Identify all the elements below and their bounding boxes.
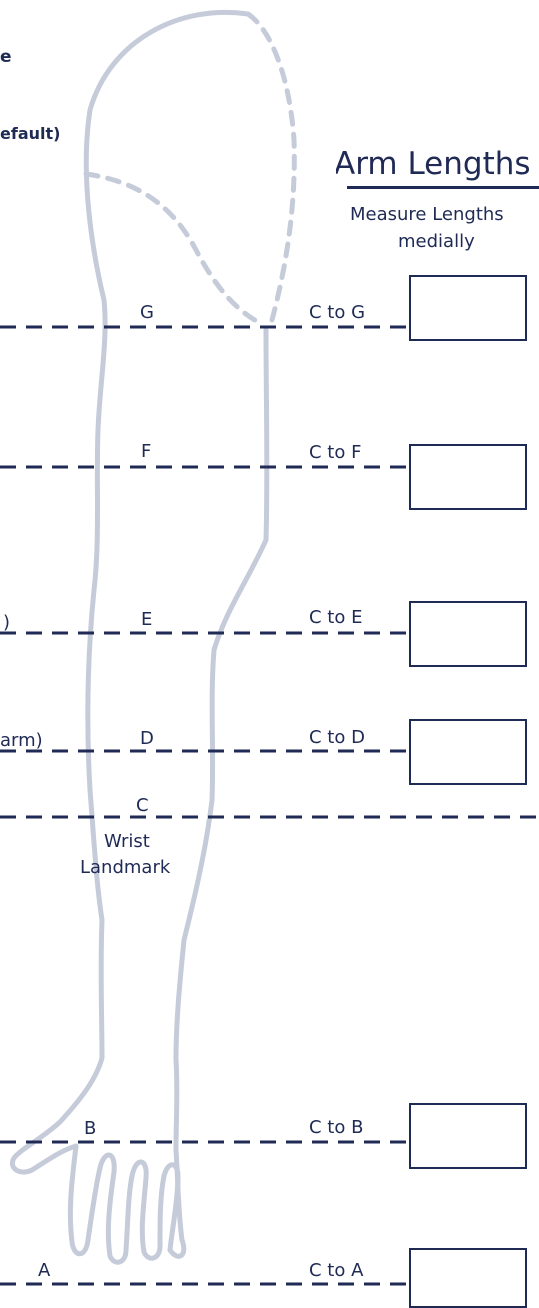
wrist-label-line-1: Wrist	[104, 831, 150, 852]
pair-label-c-to-a: C to A	[309, 1260, 364, 1281]
pair-label-c-to-e: C to E	[309, 607, 363, 628]
subtitle-line-2: medially	[398, 231, 475, 252]
measurement-box-c-to-f[interactable]	[409, 444, 527, 510]
cut-label-d: arm)	[0, 730, 43, 751]
pair-label-c-to-d: C to D	[309, 727, 365, 748]
landmark-b: B	[84, 1118, 97, 1139]
cut-label-e-container: )	[0, 612, 10, 633]
cut-label-e: )	[2, 612, 10, 633]
measurement-lines	[0, 325, 539, 1286]
page-title: Arm Lengths	[336, 146, 531, 182]
landmark-d: D	[140, 728, 154, 749]
cut-label-top: e	[0, 47, 12, 67]
finger-3	[129, 1159, 167, 1261]
measurement-box-c-to-d[interactable]	[409, 719, 527, 785]
landmark-c: C	[136, 795, 149, 816]
heading-title-container: Arm Lengths	[336, 146, 539, 182]
pair-label-c-to-g: C to G	[309, 302, 366, 323]
finger-1	[67, 1143, 103, 1257]
landmark-a: A	[38, 1260, 51, 1281]
landmark-e: E	[141, 609, 153, 630]
cut-label-default: efault)	[0, 124, 61, 143]
arm-outline	[10, 9, 270, 1265]
shoulder-dashed-outline	[83, 11, 297, 327]
landmark-g: G	[140, 302, 154, 323]
measurement-box-c-to-a[interactable]	[409, 1248, 527, 1308]
wrist-label-line-2: Landmark	[80, 857, 171, 878]
pair-label-c-to-b: C to B	[309, 1117, 364, 1138]
subtitle-line-1: Measure Lengths	[350, 204, 504, 225]
measurement-box-c-to-e[interactable]	[409, 601, 527, 667]
landmark-f: F	[141, 441, 152, 462]
pair-label-c-to-f: C to F	[309, 442, 362, 463]
arm-outline-left	[10, 9, 251, 1175]
arm-outline-right	[167, 327, 270, 1259]
finger-4	[161, 1162, 181, 1253]
finger-2	[97, 1152, 135, 1265]
measurement-box-c-to-b[interactable]	[409, 1103, 527, 1169]
title-underline	[347, 186, 539, 189]
measurement-box-c-to-g[interactable]	[409, 275, 527, 341]
